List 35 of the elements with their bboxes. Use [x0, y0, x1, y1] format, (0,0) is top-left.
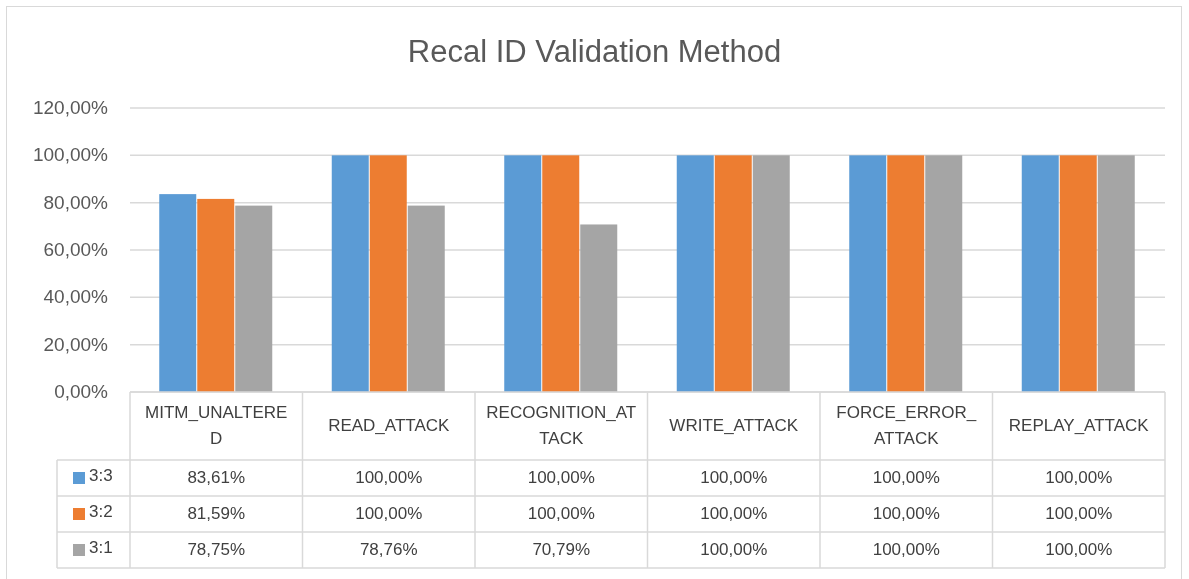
data-value: 100,00% — [355, 504, 423, 524]
data-value: 81,59% — [187, 504, 246, 524]
axis-tick-label: 60,00% — [42, 238, 108, 262]
data-value: 100,00% — [1045, 504, 1113, 524]
series-label: 3:3 — [89, 466, 113, 486]
category-label: MITM_UNALTERED — [144, 402, 289, 450]
data-value: 100,00% — [355, 468, 423, 488]
data-value: 70,79% — [532, 540, 591, 560]
category-label: REPLAY_ATTACK — [1008, 415, 1149, 437]
category-label: RECOGNITION_ATTACK — [486, 402, 637, 450]
data-value: 100,00% — [872, 540, 940, 560]
category-label: FORCE_ERROR_ATTACK — [835, 402, 978, 450]
category-label: READ_ATTACK — [328, 415, 450, 437]
data-value: 100,00% — [1045, 468, 1113, 488]
axis-tick-label: 20,00% — [42, 332, 108, 357]
data-value: 100,00% — [1045, 540, 1113, 560]
data-value: 100,00% — [527, 468, 595, 488]
data-value: 100,00% — [700, 468, 768, 488]
data-value: 100,00% — [700, 504, 768, 524]
data-value: 78,75% — [187, 540, 246, 560]
data-value: 78,76% — [359, 540, 418, 560]
axis-tick-label: 0,00% — [53, 380, 108, 404]
series-label: 3:1 — [89, 538, 113, 558]
data-value: 100,00% — [872, 504, 940, 524]
data-value: 83,61% — [187, 468, 246, 488]
axis-tick-label: 40,00% — [42, 285, 108, 310]
chart-title: Recal ID Validation Method — [406, 34, 783, 70]
category-label: WRITE_ATTACK — [669, 415, 799, 437]
data-value: 100,00% — [700, 540, 768, 560]
axis-tick-label: 120,00% — [32, 96, 108, 120]
axis-tick-label: 80,00% — [42, 190, 108, 215]
axis-tick-label: 100,00% — [32, 143, 108, 168]
series-label: 3:2 — [89, 502, 113, 522]
data-value: 100,00% — [872, 468, 940, 488]
data-value: 100,00% — [527, 504, 595, 524]
